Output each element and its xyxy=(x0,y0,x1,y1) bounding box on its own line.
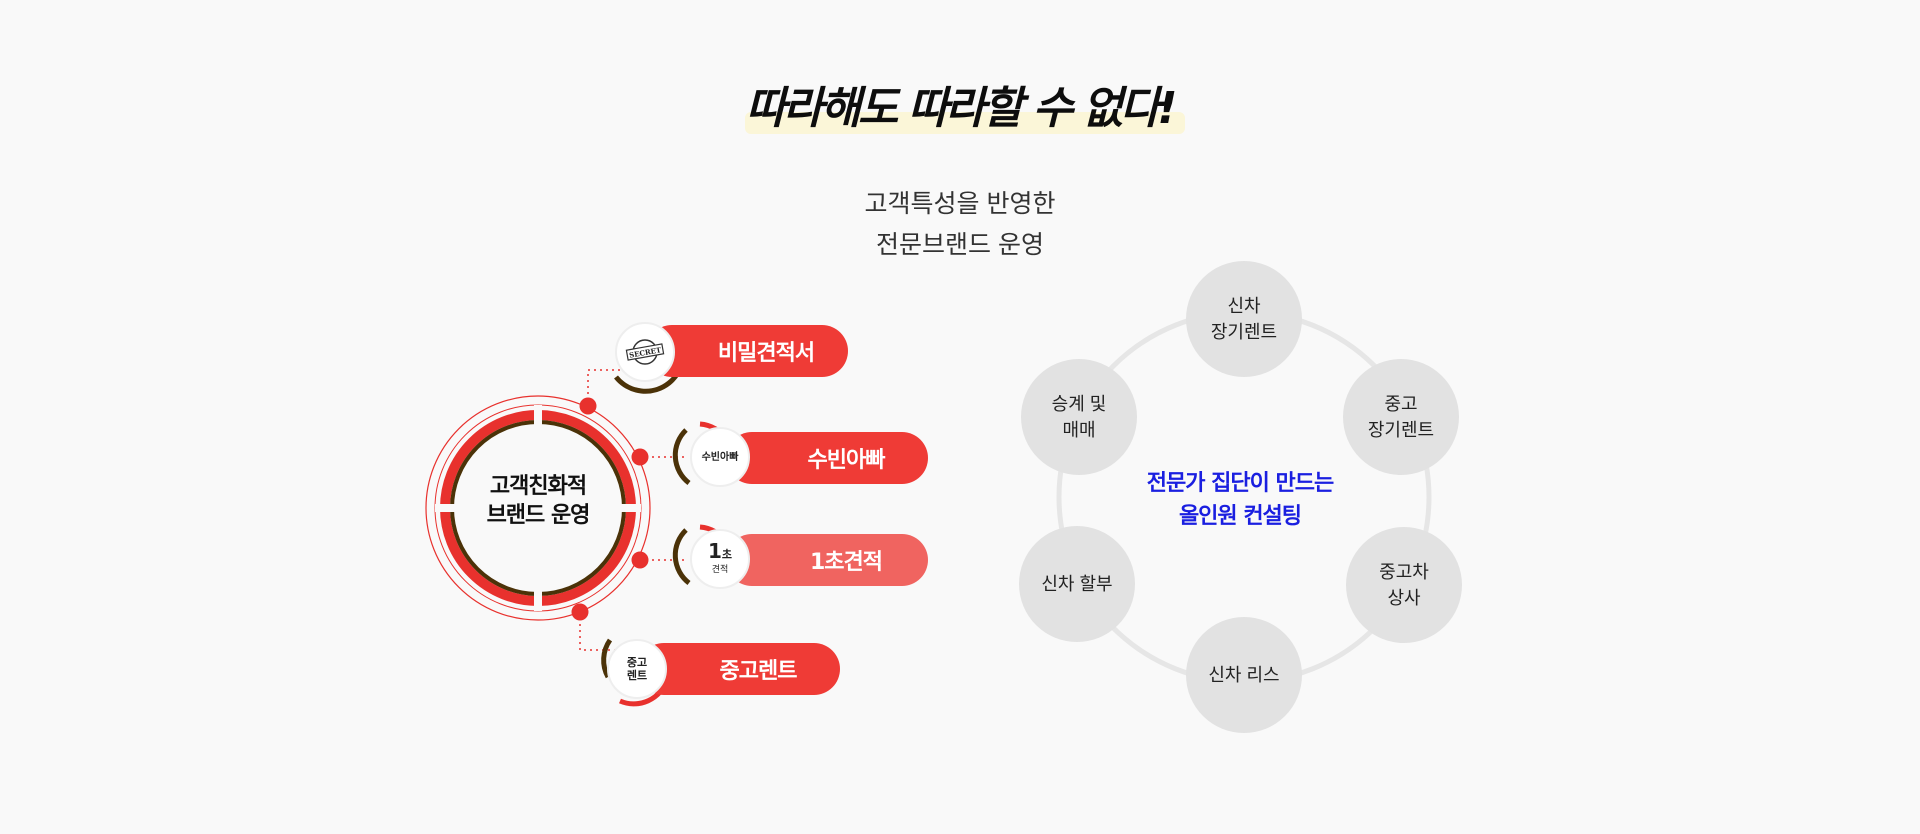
connector-dot-2 xyxy=(631,448,649,466)
hub-line-1: 전문가 집단이 만드는 xyxy=(1146,471,1334,496)
pill-used-rent[interactable]: 중고렌트 xyxy=(638,643,840,695)
node-new-car-long-rent[interactable]: 신차 장기렌트 xyxy=(1186,261,1302,377)
subin-appa-logo-icon: 수빈아빠 xyxy=(690,427,750,487)
hub-line-2: 올인원 컨설팅 xyxy=(1178,504,1302,529)
connector-dot-3 xyxy=(631,551,649,569)
subtitle-line-2: 전문브랜드 운영 xyxy=(876,231,1044,259)
pill-used-rent-label: 중고렌트 xyxy=(719,659,798,684)
brand-center-line-2: 브랜드 운영 xyxy=(486,503,591,528)
one-second-quote-icon: 1초 견적 xyxy=(690,529,750,589)
badge-sub-text: 견적 xyxy=(711,564,729,575)
consulting-hub-label: 전문가 집단이 만드는 올인원 컨설팅 xyxy=(1090,467,1390,533)
badge-small-unit: 초 xyxy=(721,547,733,561)
used-rent-badge-line-1: 중고 xyxy=(626,656,648,669)
connector-dot-4 xyxy=(571,603,589,621)
pill-secret-quote-label: 비밀견적서 xyxy=(717,341,815,366)
subtitle-line-1: 고객특성을 반영한 xyxy=(864,190,1056,218)
pill-one-second-quote-label: 1초견적 xyxy=(809,550,883,575)
node-new-car-installment[interactable]: 신차 할부 xyxy=(1019,526,1135,642)
pill-subin-appa[interactable]: 수빈아빠 xyxy=(726,432,928,484)
secret-stamp-icon: SECRET xyxy=(615,322,675,382)
pill-subin-appa-label: 수빈아빠 xyxy=(807,448,886,473)
brand-center-line-1: 고객친화적 xyxy=(489,474,587,499)
subin-appa-badge-text: 수빈아빠 xyxy=(701,451,739,463)
badge-big-number: 1 xyxy=(707,538,722,563)
pill-secret-quote[interactable]: 비밀견적서 xyxy=(646,325,848,377)
node-used-car-dealer[interactable]: 중고차 상사 xyxy=(1346,527,1462,643)
connector-dot-1 xyxy=(579,397,597,415)
pill-one-second-quote[interactable]: 1초견적 xyxy=(726,534,928,586)
brand-center-label: 고객친화적 브랜드 운영 xyxy=(428,472,648,530)
node-new-car-lease[interactable]: 신차 리스 xyxy=(1186,617,1302,733)
secret-stamp-graphic: SECRET xyxy=(625,339,665,365)
page-subtitle: 고객특성을 반영한 전문브랜드 운영 xyxy=(0,184,1920,266)
used-rent-badge-line-2: 렌트 xyxy=(626,669,648,682)
node-used-long-rent[interactable]: 중고 장기렌트 xyxy=(1343,359,1459,475)
brand-outer-ring xyxy=(425,395,651,621)
brand-thick-ring xyxy=(435,405,641,611)
page-headline: 따라해도 따라할 수 없다! xyxy=(745,83,1178,134)
headline-highlight xyxy=(745,112,1185,134)
node-succession-trade[interactable]: 승계 및 매매 xyxy=(1021,359,1137,475)
used-rent-icon: 중고 렌트 xyxy=(607,639,667,699)
